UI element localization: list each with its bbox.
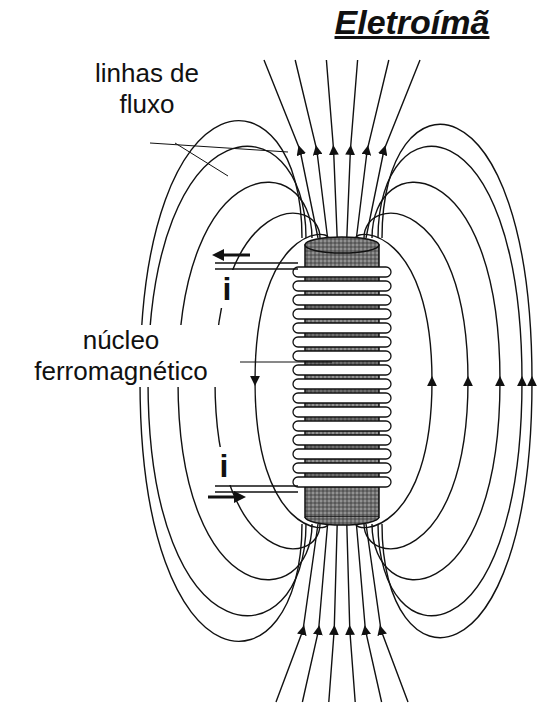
flux-line — [295, 60, 327, 238]
flux-loop — [382, 124, 532, 637]
winding — [293, 309, 391, 319]
flux-line — [347, 524, 355, 702]
current-label: i — [213, 270, 241, 308]
flux-line — [326, 60, 337, 238]
winding — [293, 267, 391, 277]
winding — [293, 435, 391, 445]
winding — [293, 323, 391, 333]
flux-line — [366, 60, 420, 238]
winding — [293, 337, 391, 347]
winding — [293, 379, 391, 389]
title: Eletroímã — [285, 2, 539, 43]
winding — [293, 407, 391, 417]
coil-windings — [293, 267, 391, 487]
winding — [293, 421, 391, 431]
current-label: i — [210, 447, 238, 485]
winding — [293, 477, 391, 487]
winding — [293, 449, 391, 459]
winding — [293, 281, 391, 291]
flux-line — [302, 524, 327, 702]
winding — [293, 393, 391, 403]
flux-line — [264, 60, 318, 238]
core-label: núcleo ferromagnético — [2, 325, 240, 387]
flux-label: linhas de fluxo — [70, 58, 224, 120]
flux-line — [276, 524, 318, 702]
flux-loop — [372, 182, 500, 580]
flux-line — [347, 60, 358, 238]
winding — [293, 463, 391, 473]
winding — [293, 365, 391, 375]
flux-line — [329, 524, 337, 702]
winding — [293, 295, 391, 305]
flux-line — [366, 524, 408, 702]
winding — [293, 351, 391, 361]
flux-loop — [378, 146, 522, 615]
flux-line — [356, 524, 381, 702]
